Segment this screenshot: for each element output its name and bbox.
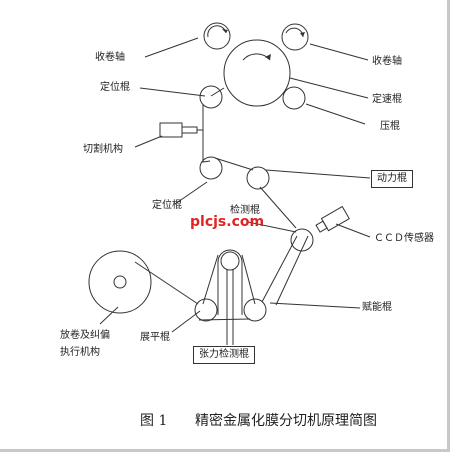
label-tension-roller: 张力检测棍	[193, 346, 255, 364]
label-guide-roller-2: 定位棍	[152, 200, 182, 211]
film-path-power	[214, 157, 254, 171]
cutter-blade	[182, 126, 198, 134]
rewind-roller-right	[281, 23, 309, 51]
caption-fig-number: 图 1	[140, 413, 168, 429]
tension-loop-outer	[217, 249, 243, 315]
arrowhead-center	[265, 54, 271, 60]
guide-roller-2	[199, 156, 223, 180]
label-unwind-line2: 执行机构	[60, 347, 100, 358]
rotation-arrow-right	[285, 27, 304, 38]
film-path-detect-left	[261, 235, 298, 303]
film-path-unwind	[134, 261, 199, 305]
idler-roller	[243, 298, 267, 322]
leader-speed	[289, 77, 369, 99]
label-rewind-left: 收卷轴	[95, 52, 125, 63]
leader-rewind-right	[309, 43, 369, 61]
arrowhead-right	[300, 32, 305, 37]
arrowhead-left	[222, 29, 228, 33]
guide-roller-1	[199, 85, 223, 109]
film-path-cut	[202, 104, 211, 163]
leader-guide-2	[174, 181, 208, 205]
label-flatten-roller: 展平棍	[140, 332, 170, 343]
film-path-power-right	[265, 169, 371, 179]
film-path-top	[210, 87, 225, 97]
leader-flatten	[171, 310, 201, 333]
flatten-roller	[194, 298, 218, 322]
label-rewind-right: 收卷轴	[372, 56, 402, 67]
watermark: plcjs.com	[190, 214, 265, 230]
leader-ccd	[335, 223, 371, 238]
label-cutting-mechanism: 切割机构	[83, 144, 123, 155]
leader-detect	[247, 221, 297, 233]
leader-press	[305, 103, 366, 125]
leader-rewind-left	[144, 37, 199, 58]
label-power-roller: 动力棍	[371, 170, 413, 188]
label-fixed-speed-roller: 定速棍	[372, 94, 402, 105]
leader-idler	[269, 302, 361, 309]
tension-roller	[220, 251, 240, 271]
unwind-reel	[88, 250, 152, 314]
caption-title: 精密金属化膜分切机原理简图	[195, 413, 377, 429]
ccd-sensor-lens	[315, 220, 328, 233]
power-roller	[246, 166, 270, 190]
rotation-arrow-left	[207, 25, 227, 38]
label-press-roller: 压棍	[380, 121, 400, 132]
label-guide-roller-1: 定位棍	[100, 82, 130, 93]
film-path-detect-down	[275, 235, 309, 306]
film-path-detect	[259, 186, 297, 229]
detect-roller	[290, 228, 314, 252]
unwind-reel-core	[113, 275, 127, 289]
label-detect-roller: 检测棍	[230, 205, 260, 216]
leader-unwind	[99, 306, 119, 325]
tension-rod	[226, 270, 234, 345]
label-ccd-sensor: ＣＣＤ传感器	[374, 233, 434, 244]
film-path-tension-right	[241, 254, 256, 305]
fixed-speed-roller	[223, 39, 291, 107]
cutting-mechanism-box	[159, 122, 183, 138]
film-path-tension-left	[202, 254, 219, 305]
rewind-roller-left	[203, 22, 231, 50]
label-unwind-line1: 放卷及纠偏	[60, 330, 110, 341]
leader-cutting	[134, 135, 163, 148]
label-idler-roller: 赋能棍	[362, 302, 392, 313]
film-path-flatten	[198, 318, 251, 321]
leader-guide-1	[139, 87, 206, 97]
press-roller	[282, 86, 306, 110]
